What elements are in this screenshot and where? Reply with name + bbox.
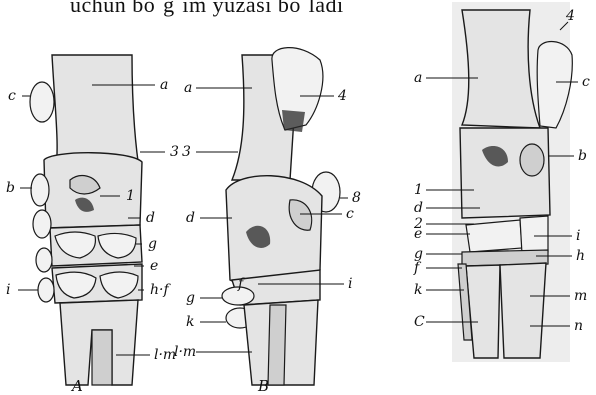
fig-c-label-c: c xyxy=(582,74,590,90)
fig-b-label-8: 8 xyxy=(352,190,361,206)
fig-b-label-k: k xyxy=(186,314,194,330)
fig-c-label-d: d xyxy=(414,200,423,216)
fig-a-label-3: 3 xyxy=(170,144,179,160)
fig-c-label-n: n xyxy=(574,318,583,334)
fig-a-label-lm: l·m xyxy=(154,347,176,363)
fig-b-label-c: c xyxy=(346,206,354,222)
fig-b-label-g: g xyxy=(186,290,195,306)
fig-a-label-d: d xyxy=(146,210,155,226)
fig-c-label-1: 1 xyxy=(414,182,423,198)
fig-c-label-m: m xyxy=(574,288,587,304)
fig-a-label-i: i xyxy=(6,282,10,298)
fig-c-label-b: b xyxy=(578,148,587,164)
fig-a-label-a: a xyxy=(160,77,168,93)
fig-c-label-k: k xyxy=(414,282,422,298)
fig-a-label-hf: h·f xyxy=(150,282,171,298)
fig-b-label-4: 4 xyxy=(337,88,347,104)
fig-a-label-c: c xyxy=(8,88,16,104)
fig-b-label-lm: l·m xyxy=(174,344,196,360)
fig-c-label-h: h xyxy=(576,248,585,264)
fig-a-label-g: g xyxy=(148,236,157,252)
fig-b-label-a: a xyxy=(184,80,192,96)
fig-a-label-e: e xyxy=(150,258,158,274)
fig-c-label-i: i xyxy=(576,228,580,244)
fig-c-label-C: C xyxy=(414,314,425,330)
fig-b-label-i: i xyxy=(348,276,352,292)
fig-c-label-4: 4 xyxy=(565,8,575,24)
figure-a xyxy=(30,55,142,385)
fig-a-label-1: 1 xyxy=(126,188,135,204)
fig-a-caption: A xyxy=(70,377,83,395)
fig-a-label-b: b xyxy=(6,180,15,196)
fig-c-label-e: e xyxy=(414,226,422,242)
fig-c-label-a: a xyxy=(414,70,422,86)
fig-b-label-3: 3 xyxy=(182,144,191,160)
figure-c xyxy=(452,2,572,362)
fig-b-label-d: d xyxy=(186,210,195,226)
fig-b-caption: B xyxy=(257,377,269,395)
figure-b xyxy=(222,48,340,385)
fig-c-label-f: f xyxy=(413,260,422,276)
